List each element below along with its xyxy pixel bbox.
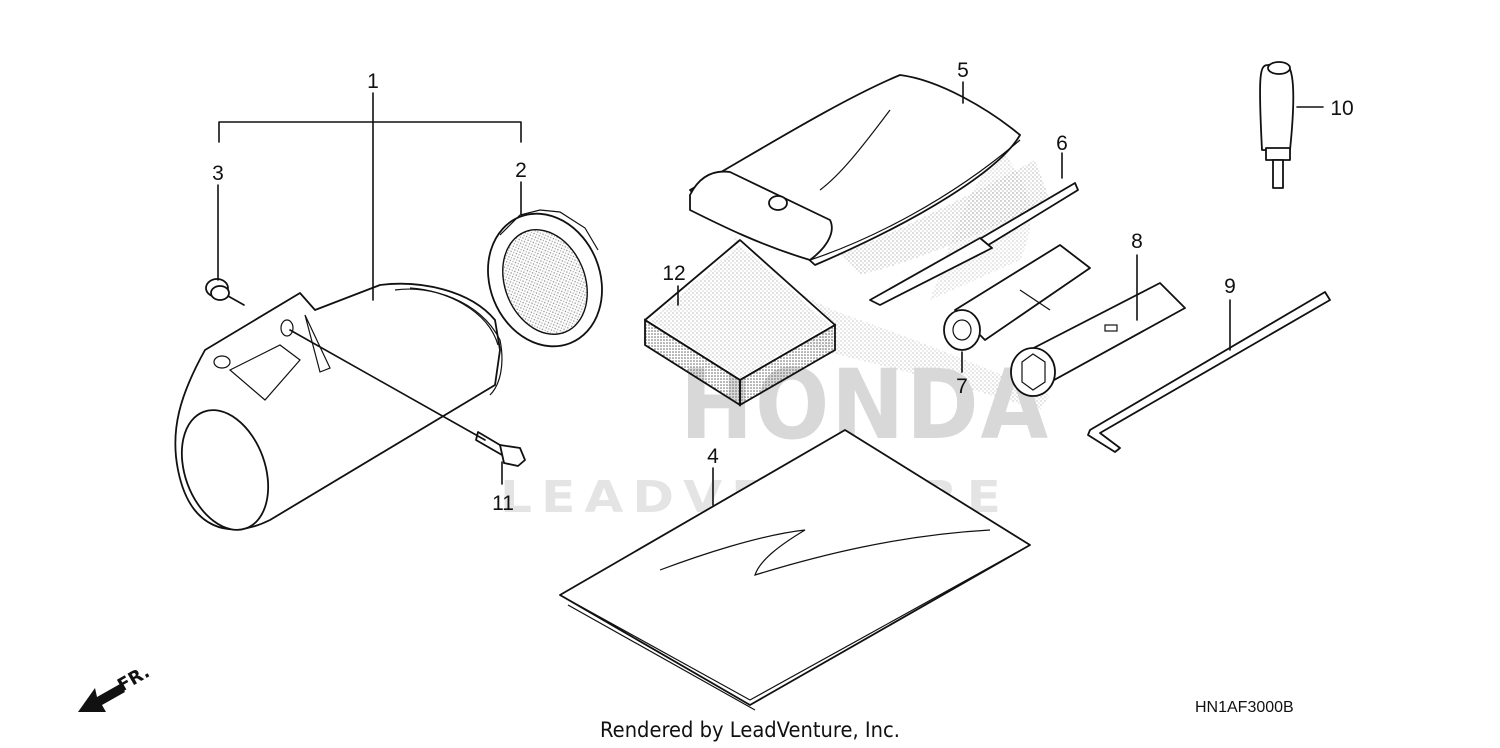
callout-6: 6 <box>1056 132 1068 155</box>
part-5-tool-bag <box>689 74 1050 275</box>
part-9-hex-key <box>1087 291 1331 453</box>
callout-1: 1 <box>367 70 379 93</box>
diagram-code: HN1AF3000B <box>1195 699 1294 716</box>
callout-2: 2 <box>515 159 527 182</box>
part-3-grommet <box>205 278 230 301</box>
callout-9: 9 <box>1224 275 1236 298</box>
callout-5: 5 <box>957 59 969 82</box>
front-direction-indicator: FR. <box>78 661 153 712</box>
part-7-plug-wrench <box>943 244 1091 351</box>
callout-12: 12 <box>662 262 685 285</box>
callout-3: 3 <box>212 162 224 185</box>
part-6-screwdriver <box>869 182 1079 306</box>
part-11-bolt <box>475 431 526 467</box>
part-8-box-wrench <box>1010 282 1186 397</box>
part-10-tube <box>1259 61 1295 189</box>
part-1-intake-duct <box>174 282 503 531</box>
footer-credit: Rendered by LeadVenture, Inc. <box>600 718 900 742</box>
part-2-ring-nut <box>487 209 603 348</box>
callout-7: 7 <box>956 375 968 398</box>
part-12-sponge <box>644 239 836 407</box>
callout-11: 11 <box>492 492 514 515</box>
leader-lines <box>217 81 1324 506</box>
callout-4: 4 <box>707 445 719 468</box>
callout-8: 8 <box>1131 230 1143 253</box>
front-arrow-icon <box>78 684 125 712</box>
part-4-document-bag <box>559 429 1031 711</box>
callout-10: 10 <box>1330 97 1353 120</box>
watermark-wing <box>725 235 1050 410</box>
callouts: 1 2 3 4 5 6 7 8 9 10 11 12 <box>212 59 1354 515</box>
